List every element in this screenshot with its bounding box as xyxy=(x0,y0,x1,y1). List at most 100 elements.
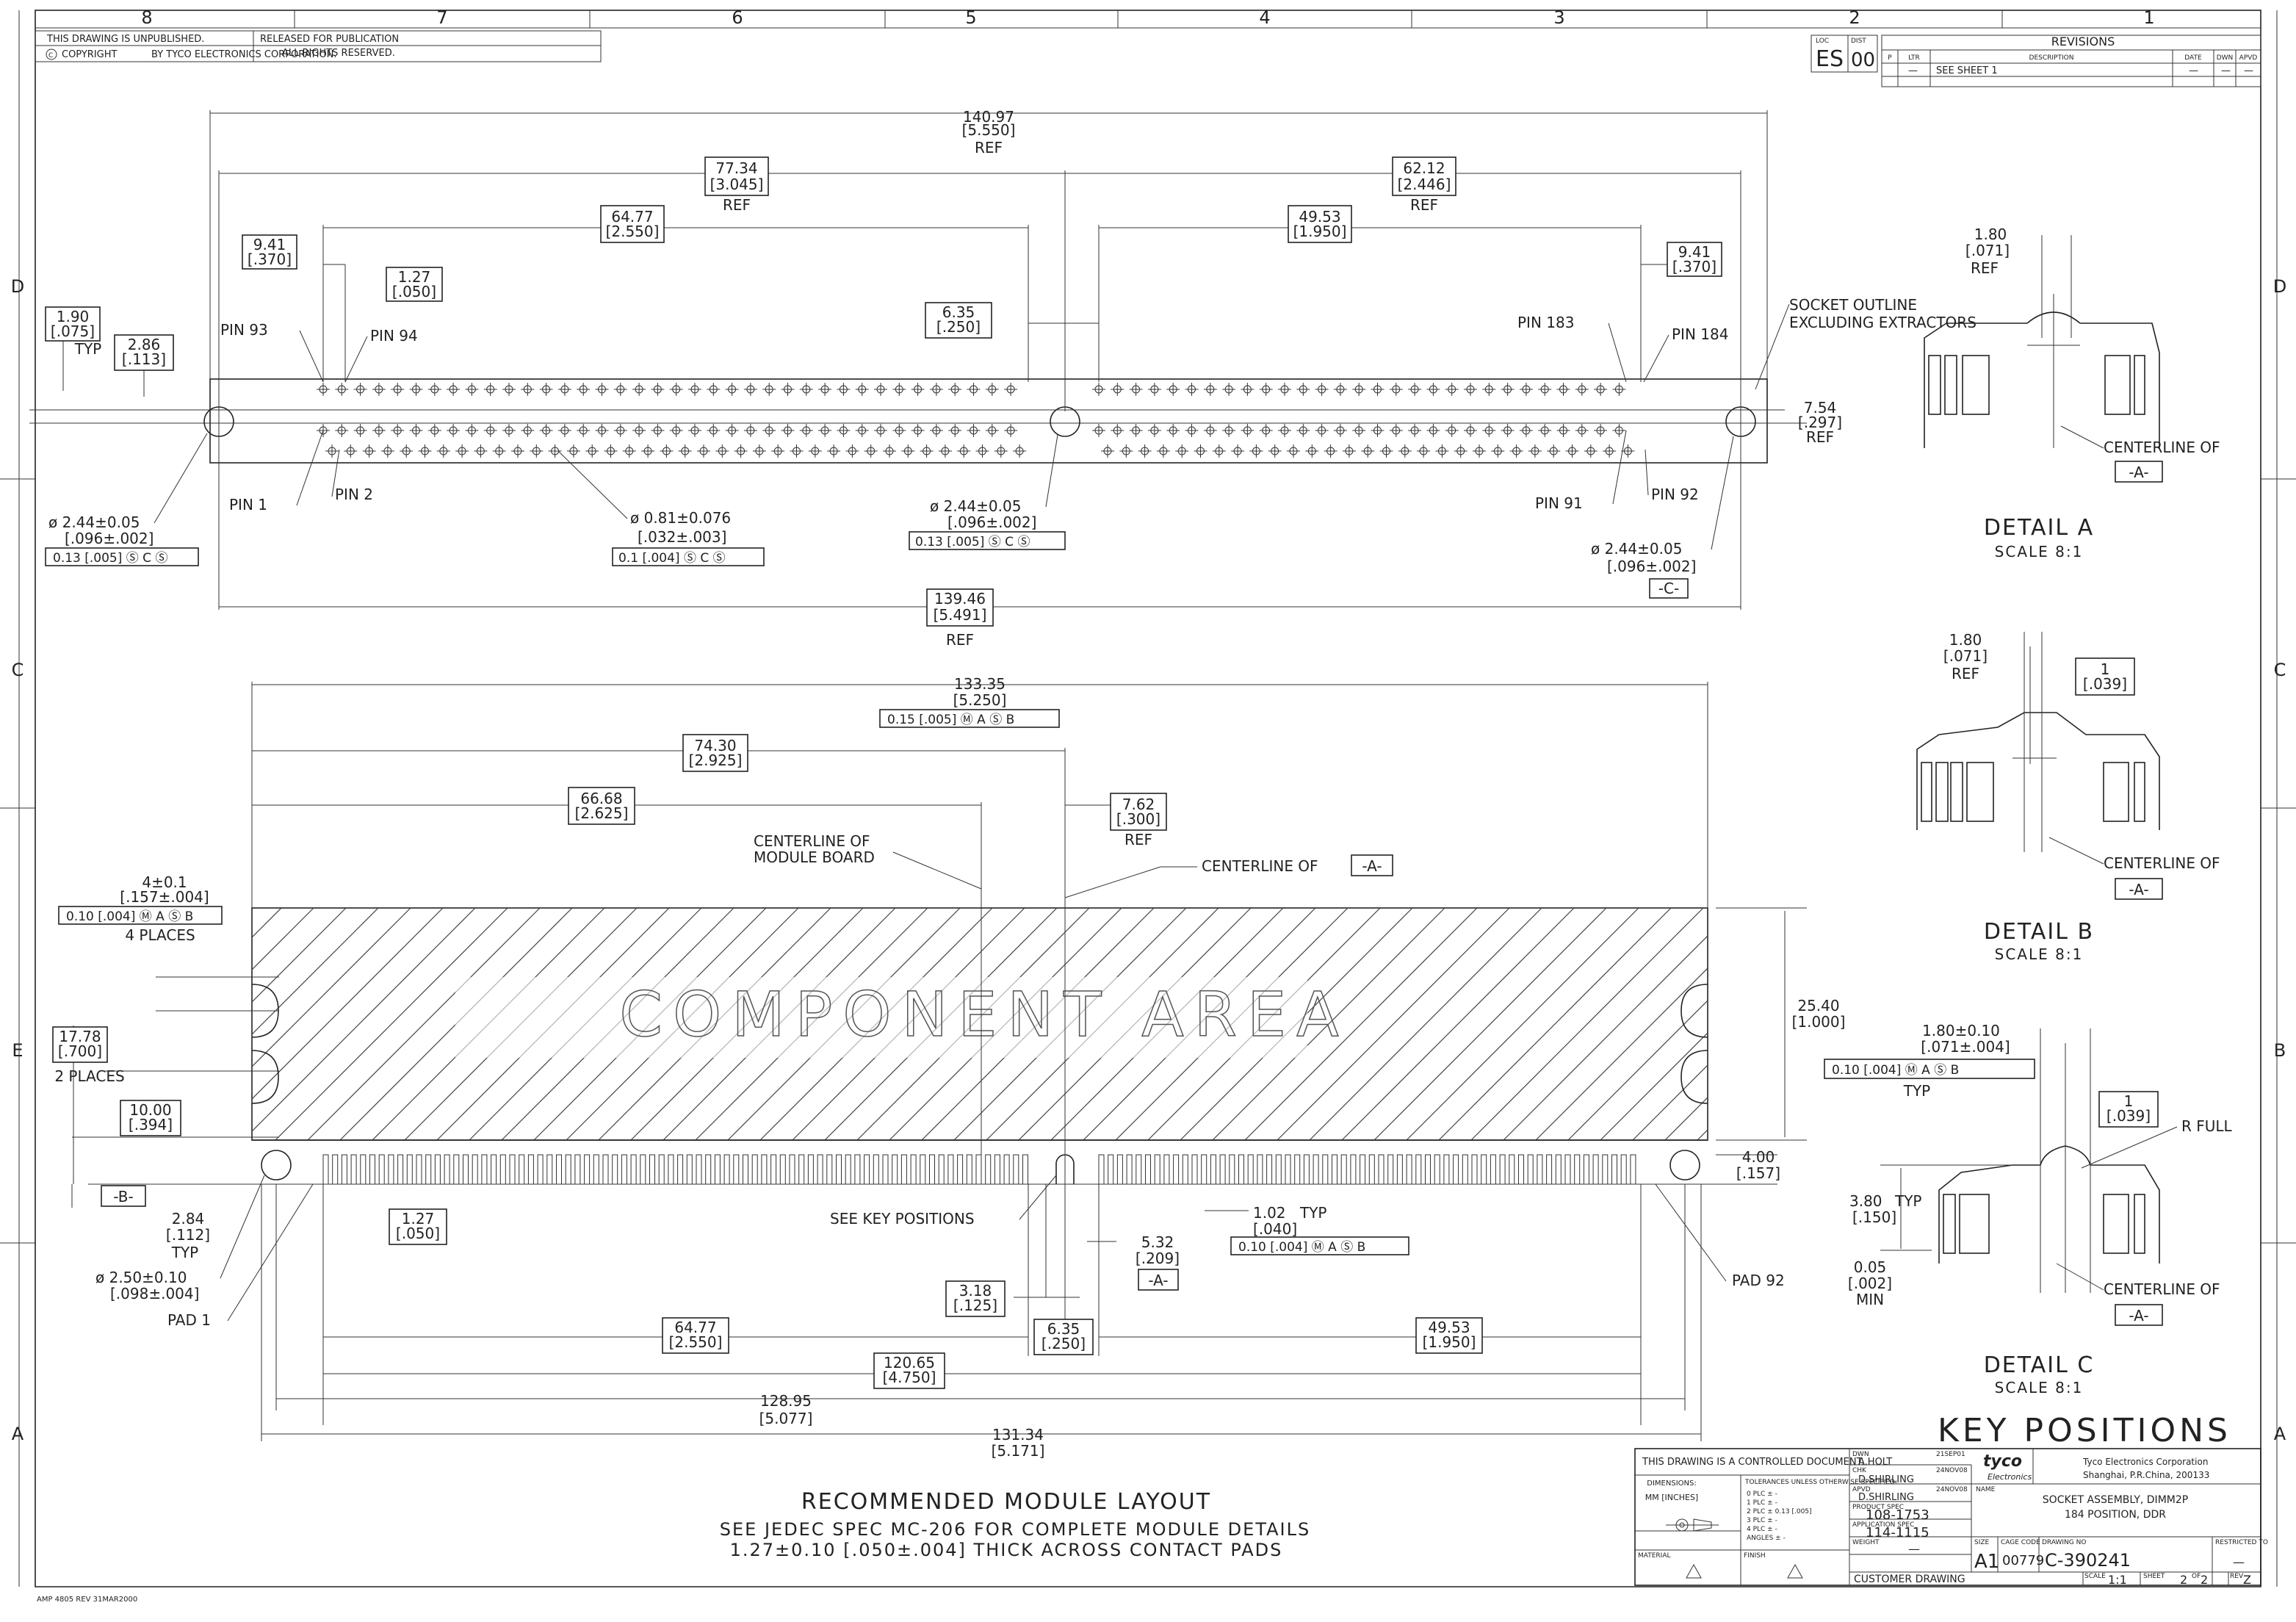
pin-hole xyxy=(799,383,813,396)
socket-outline xyxy=(209,378,1768,464)
contact-pad xyxy=(1201,1154,1207,1185)
detail-b-centerline: CENTERLINE OF xyxy=(2104,854,2220,872)
contact-pad xyxy=(519,1154,525,1185)
rev-col-dwn: DWN xyxy=(2217,54,2234,62)
cl-module-board-1: CENTERLINE OF xyxy=(754,832,870,850)
pin-hole xyxy=(427,424,441,437)
socket-footprint-view: 140.97 [5.550] REF 77.34 [3.045] REF 62.… xyxy=(29,108,1976,649)
pin-hole xyxy=(1584,444,1598,458)
pin-hole xyxy=(883,444,896,458)
pin-hole xyxy=(929,424,943,437)
contact-pad xyxy=(1126,1154,1133,1185)
pin-hole xyxy=(1259,424,1273,437)
contact-pad xyxy=(1574,1154,1581,1185)
zone-col-8: 8 xyxy=(141,7,152,28)
dim-left-pins-in: [2.550] xyxy=(606,223,660,240)
pin-holes xyxy=(317,383,1635,458)
contact-pad xyxy=(1257,1154,1263,1185)
contact-pad xyxy=(584,1154,591,1185)
tb-sheet: 2 xyxy=(2180,1573,2187,1587)
dim-pin-hole-in: [.032±.003] xyxy=(638,528,726,546)
pin-hole xyxy=(353,383,367,396)
finish-triangle-icon xyxy=(1787,1563,1803,1579)
contact-pad xyxy=(817,1154,823,1185)
pin-hole xyxy=(1408,383,1422,396)
detail-b-key-in: [.039] xyxy=(2083,675,2127,693)
pin-hole xyxy=(585,444,599,458)
pin-hole xyxy=(455,444,469,458)
pin-hole xyxy=(502,424,516,437)
pin-hole xyxy=(781,383,795,396)
contact-pad xyxy=(527,1154,534,1185)
tb-app-spec: 114-1115 xyxy=(1866,1525,1929,1540)
pin-hole xyxy=(1147,383,1161,396)
pin-hole xyxy=(1013,444,1027,458)
contact-pad xyxy=(1182,1154,1188,1185)
pin-hole xyxy=(521,424,535,437)
dim-overall: 140.97 xyxy=(963,108,1014,126)
pin-hole xyxy=(483,424,497,437)
pin-hole xyxy=(892,424,906,437)
pin-hole xyxy=(1594,383,1608,396)
border: 8 7 6 5 4 3 2 1 D C E A D C B A xyxy=(0,7,2296,1587)
loc-value: ES xyxy=(1816,46,1844,72)
dim-row-spacing-in: [.113] xyxy=(122,350,166,368)
mod-dim-notch-in: [.157±.004] xyxy=(120,888,209,906)
pin-hole xyxy=(1426,424,1440,437)
detail-c-r-full: R FULL xyxy=(2181,1117,2233,1135)
pin-hole xyxy=(1556,424,1570,437)
contact-pad xyxy=(882,1154,889,1185)
contact-pad xyxy=(491,1154,497,1185)
contact-pad xyxy=(397,1154,404,1185)
contact-pad xyxy=(826,1154,833,1185)
pin-hole xyxy=(1445,383,1459,396)
pin-hole xyxy=(436,444,450,458)
pin-hole xyxy=(1315,383,1329,396)
contact-pad xyxy=(957,1154,964,1185)
detail-b-key: 1 xyxy=(2101,660,2110,678)
pin-hole xyxy=(539,424,553,437)
contact-pad xyxy=(696,1154,702,1185)
pin-hole xyxy=(771,444,785,458)
pin-hole xyxy=(1352,424,1366,437)
contact-pad xyxy=(1564,1154,1571,1185)
pin-hole xyxy=(1594,424,1608,437)
pin-hole xyxy=(1371,424,1385,437)
detail-c-title: DETAIL C xyxy=(1984,1352,2095,1378)
mod-dim-notch-spacing-in: [.700] xyxy=(58,1042,102,1060)
pin-hole xyxy=(595,424,609,437)
detail-b-width-in: [.071] xyxy=(1943,647,1988,665)
socket-outline-label-2: EXCLUDING EXTRACTORS xyxy=(1789,314,1976,331)
contact-pad xyxy=(1210,1154,1216,1185)
pin-hole xyxy=(391,424,405,437)
contact-pad xyxy=(714,1154,721,1185)
pin-hole xyxy=(1538,424,1552,437)
dist-value: 00 xyxy=(1851,49,1875,71)
contact-pad xyxy=(677,1154,684,1185)
mod-dim-key-gap: 6.35 xyxy=(1047,1320,1080,1338)
mod-dim-offset-in: [.300] xyxy=(1116,810,1160,828)
detail-c-typ: TYP xyxy=(1903,1082,1931,1100)
tb-cage: 00779 xyxy=(2002,1553,2044,1568)
contact-pad xyxy=(1387,1154,1394,1185)
tb-weight-label: WEIGHT xyxy=(1852,1539,1880,1546)
zone-row-d-right: D xyxy=(2273,276,2286,297)
pin-hole xyxy=(1454,444,1468,458)
contact-pad xyxy=(640,1154,646,1185)
publication-notice: THIS DRAWING IS UNPUBLISHED. RELEASED FO… xyxy=(35,30,602,62)
pin-hole xyxy=(1296,383,1310,396)
contact-pad xyxy=(472,1154,478,1185)
pin-hole xyxy=(808,444,822,458)
mod-dim-key-width-in: [.125] xyxy=(953,1297,997,1314)
tb-tol-3: 3 PLC ± - xyxy=(1747,1517,1777,1524)
contact-pad xyxy=(975,1154,982,1185)
dim-right-half-in: [2.446] xyxy=(1398,176,1451,193)
contact-pad xyxy=(1368,1154,1375,1185)
contact-pad xyxy=(1518,1154,1524,1185)
pin-hole xyxy=(1538,383,1552,396)
contact-pad xyxy=(406,1154,413,1185)
dim-right-pins-in: [1.950] xyxy=(1293,223,1347,240)
contact-pad xyxy=(444,1154,450,1185)
contact-pad xyxy=(546,1154,553,1185)
rev-col-ltr: LTR xyxy=(1908,54,1920,62)
